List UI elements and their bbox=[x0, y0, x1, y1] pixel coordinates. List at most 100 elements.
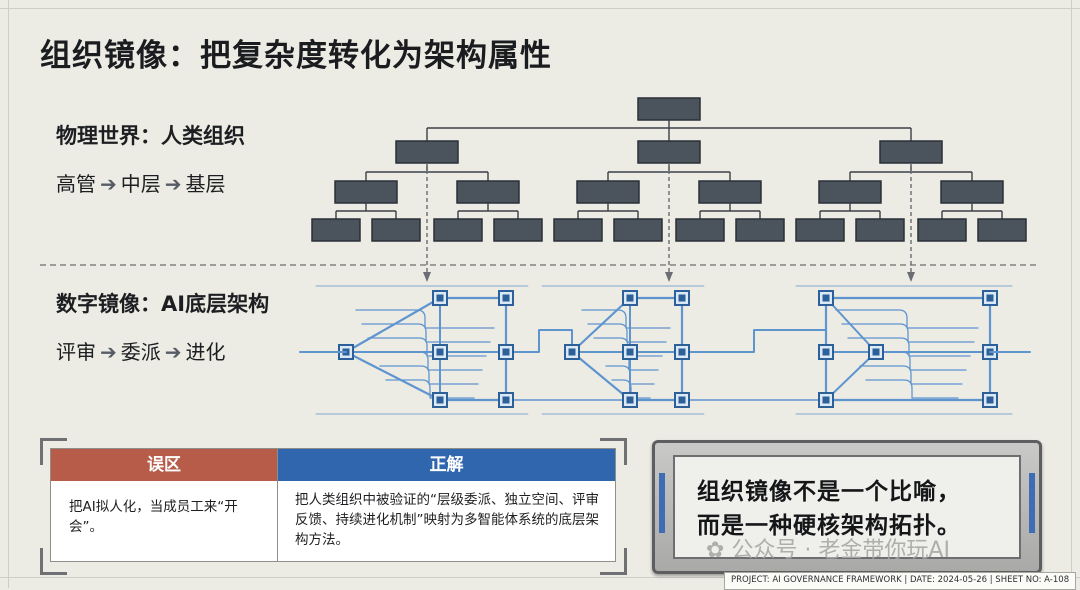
flow-step-evolve: 进化 bbox=[185, 340, 226, 364]
agent-node-core bbox=[436, 396, 444, 404]
agent-node-core bbox=[678, 294, 686, 302]
flow-step-delegate: 委派 bbox=[120, 340, 161, 364]
blueprint-trace bbox=[611, 379, 651, 399]
misconception-header: 误区 bbox=[51, 449, 277, 481]
watermark: ✿ 公众号 · 老金带你玩AI bbox=[706, 532, 950, 564]
correct-header: 正解 bbox=[278, 449, 615, 481]
org-node-staff bbox=[433, 218, 483, 242]
org-node-staff bbox=[371, 218, 421, 242]
agent-node-core bbox=[822, 396, 830, 404]
agent-node-core bbox=[678, 396, 686, 404]
agent-node-core bbox=[986, 396, 994, 404]
blueprint-trace bbox=[853, 351, 967, 371]
misconception-text: 把AI拟人化，当成员工来“开会”。 bbox=[69, 499, 238, 535]
arrow-right-icon: ➔ bbox=[100, 340, 117, 364]
corner-bracket bbox=[600, 438, 627, 465]
org-node-executive bbox=[637, 97, 701, 121]
org-node-team-lead bbox=[940, 180, 1004, 204]
blueprint-trace bbox=[847, 337, 971, 357]
agent-node-core bbox=[822, 294, 830, 302]
flow-step-base: 基层 bbox=[185, 172, 226, 196]
table-divider bbox=[277, 449, 278, 561]
arrow-right-icon: ➔ bbox=[164, 340, 182, 364]
blueprint-trace bbox=[361, 323, 491, 343]
agent-node-core bbox=[502, 294, 510, 302]
agent-node-core bbox=[502, 396, 510, 404]
footer-title-block: PROJECT: AI GOVERNANCE FRAMEWORK | DATE:… bbox=[724, 572, 1077, 590]
agent-node-core bbox=[872, 348, 880, 356]
mapping-arrow-head bbox=[907, 272, 915, 282]
blueprint-frame bbox=[824, 296, 992, 402]
callout-text: 组织镜像不是一个比喻， 而是一种硬核架构拓扑。 bbox=[697, 475, 961, 543]
blueprint-trace bbox=[859, 365, 963, 385]
org-node-team-lead bbox=[334, 180, 398, 204]
flow-step-review: 评审 bbox=[56, 340, 96, 364]
callout-side-accent bbox=[1029, 473, 1035, 533]
section-divider bbox=[40, 264, 1036, 266]
callout-line-2: 而是一种硬核架构拓扑。 bbox=[697, 513, 961, 539]
callout-panel: 组织镜像不是一个比喻， 而是一种硬核架构拓扑。 bbox=[673, 455, 1021, 559]
blueprint-trace bbox=[385, 379, 475, 399]
blueprint-trace bbox=[581, 309, 671, 329]
blueprint-trace bbox=[587, 323, 667, 343]
blueprint-trace bbox=[373, 351, 483, 371]
org-node-staff bbox=[613, 218, 663, 242]
corner-bracket bbox=[40, 548, 67, 575]
digital-heading: 数字镜像：AI底层架构 bbox=[56, 292, 270, 316]
correct-text: 把人类组织中被验证的“层级委派、独立空间、评审反馈、持续进化机制”映射为多智能体… bbox=[295, 492, 599, 548]
agent-node-core bbox=[626, 348, 634, 356]
agent-node-core bbox=[568, 348, 576, 356]
digital-flow: 评审➔委派➔进化 bbox=[56, 336, 226, 365]
org-node-staff bbox=[735, 218, 785, 242]
blueprint-trace bbox=[367, 337, 487, 357]
page-title: 组织镜像：把复杂度转化为架构属性 bbox=[40, 38, 552, 74]
agent-node-core bbox=[678, 348, 686, 356]
agent-node-core bbox=[502, 348, 510, 356]
comparison-table: 误区 正解 把AI拟人化，当成员工来“开会”。 把人类组织中被验证的“层级委派、… bbox=[50, 448, 616, 562]
org-node-team-lead bbox=[818, 180, 882, 204]
mapping-arrow-head bbox=[423, 272, 431, 282]
agent-node-core bbox=[436, 348, 444, 356]
org-node-staff bbox=[917, 218, 967, 242]
blueprint-trace bbox=[841, 323, 975, 343]
flow-step-executive: 高管 bbox=[56, 172, 96, 196]
frame-line-top bbox=[0, 8, 1080, 9]
org-node-staff bbox=[795, 218, 845, 242]
corner-bracket bbox=[40, 438, 67, 465]
org-node-manager bbox=[395, 140, 459, 164]
wechat-icon: ✿ bbox=[706, 538, 725, 563]
agent-node-core bbox=[626, 294, 634, 302]
physical-flow: 高管➔中层➔基层 bbox=[56, 168, 226, 197]
org-node-manager bbox=[637, 140, 701, 164]
mapping-arrow-head bbox=[665, 272, 673, 282]
callout-side-accent bbox=[659, 473, 665, 533]
watermark-text: 公众号 · 老金带你玩AI bbox=[731, 538, 950, 563]
org-node-staff bbox=[977, 218, 1027, 242]
org-node-team-lead bbox=[698, 180, 762, 204]
blueprint-frame bbox=[344, 296, 508, 402]
corner-bracket bbox=[600, 548, 627, 575]
agent-node-core bbox=[986, 294, 994, 302]
frame-line-right bbox=[1071, 0, 1072, 588]
frame-line-bottom bbox=[0, 577, 1080, 578]
frame-line-left bbox=[8, 0, 9, 588]
module-link bbox=[505, 329, 573, 353]
arrow-right-icon: ➔ bbox=[100, 172, 117, 196]
org-node-manager bbox=[879, 140, 943, 164]
org-node-team-lead bbox=[456, 180, 520, 204]
org-mirror-diagram bbox=[299, 97, 1031, 415]
agent-node-core bbox=[822, 348, 830, 356]
arrow-right-icon: ➔ bbox=[164, 172, 182, 196]
callout-plate: 组织镜像不是一个比喻， 而是一种硬核架构拓扑。 bbox=[652, 440, 1042, 574]
callout-line-1: 组织镜像不是一个比喻， bbox=[697, 479, 961, 505]
agent-node-core bbox=[626, 396, 634, 404]
blueprint-trace bbox=[355, 309, 495, 329]
org-node-team-lead bbox=[576, 180, 640, 204]
blueprint-trace bbox=[605, 365, 655, 385]
physical-heading: 物理世界：人类组织 bbox=[56, 124, 245, 148]
flow-step-middle: 中层 bbox=[120, 172, 161, 196]
blueprint-trace bbox=[379, 365, 479, 385]
module-link bbox=[681, 329, 827, 353]
org-node-staff bbox=[675, 218, 725, 242]
org-node-staff bbox=[311, 218, 361, 242]
